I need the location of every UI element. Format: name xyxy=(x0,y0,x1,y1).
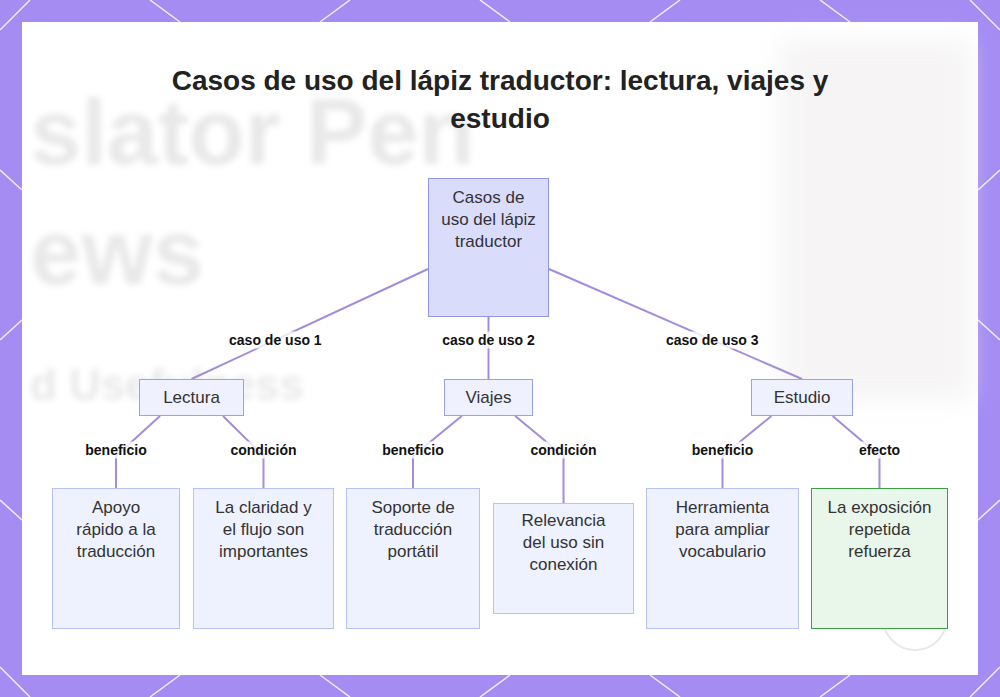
node-text: Casos de uso del lápiz traductor xyxy=(439,187,538,253)
edge-label: caso de uso 3 xyxy=(664,332,761,349)
edge-label: beneficio xyxy=(380,442,445,459)
detail-box: La claridad y el flujo son importantes xyxy=(193,488,334,629)
connector-line xyxy=(192,269,429,379)
text-group: Apoyo rápido a la traducción xyxy=(67,497,165,563)
node-text: Herramienta para ampliar vocabulario xyxy=(663,497,782,563)
edge-label: beneficio xyxy=(83,442,148,459)
node-text: Soporte de traducción portátil xyxy=(361,497,465,563)
edge-label: caso de uso 1 xyxy=(227,332,324,349)
diagram-title: Casos de uso del lápiz traductor: lectur… xyxy=(150,62,850,138)
node-text: La claridad y el flujo son importantes xyxy=(212,497,315,563)
node-text: Lectura xyxy=(163,387,220,409)
node-text: Viajes xyxy=(466,387,512,409)
connector-line xyxy=(549,269,802,379)
edge-label: beneficio xyxy=(690,442,755,459)
detail-box: Soporte de traducción portátil xyxy=(346,488,480,629)
text-group: Casos de uso del lápiz traductor xyxy=(439,187,538,253)
edge-label: condición xyxy=(228,442,298,459)
text-group: Soporte de traducción portátil xyxy=(361,497,465,563)
watermark-text: ews xyxy=(30,200,204,305)
node-text: Apoyo rápido a la traducción xyxy=(67,497,165,563)
text-group: Estudio xyxy=(774,387,831,409)
root-box: Casos de uso del lápiz traductor xyxy=(428,178,549,317)
text-group: Herramienta para ampliar vocabulario xyxy=(663,497,782,563)
detail-box: Apoyo rápido a la traducción xyxy=(52,488,180,629)
text-group: La exposición repetida refuerza xyxy=(826,497,933,563)
category-box: Viajes xyxy=(444,379,533,416)
text-group: Lectura xyxy=(163,387,220,409)
edge-label: caso de uso 2 xyxy=(440,332,537,349)
connector-line xyxy=(515,416,563,503)
edge-label: condición xyxy=(528,442,598,459)
category-box: Estudio xyxy=(751,379,853,416)
node-text: La exposición repetida refuerza xyxy=(826,497,933,563)
detail-box: Herramienta para ampliar vocabulario xyxy=(646,488,799,629)
text-group: La claridad y el flujo son importantes xyxy=(212,497,315,563)
text-group: Relevancia del uso sin conexión xyxy=(512,510,615,576)
detail-box: Relevancia del uso sin conexión xyxy=(493,503,634,614)
text-group: Viajes xyxy=(466,387,512,409)
node-text: Estudio xyxy=(774,387,831,409)
category-box: Lectura xyxy=(139,379,244,416)
edge-label: efecto xyxy=(857,442,902,459)
highlight-box: La exposición repetida refuerza xyxy=(811,488,948,629)
node-text: Relevancia del uso sin conexión xyxy=(512,510,615,576)
